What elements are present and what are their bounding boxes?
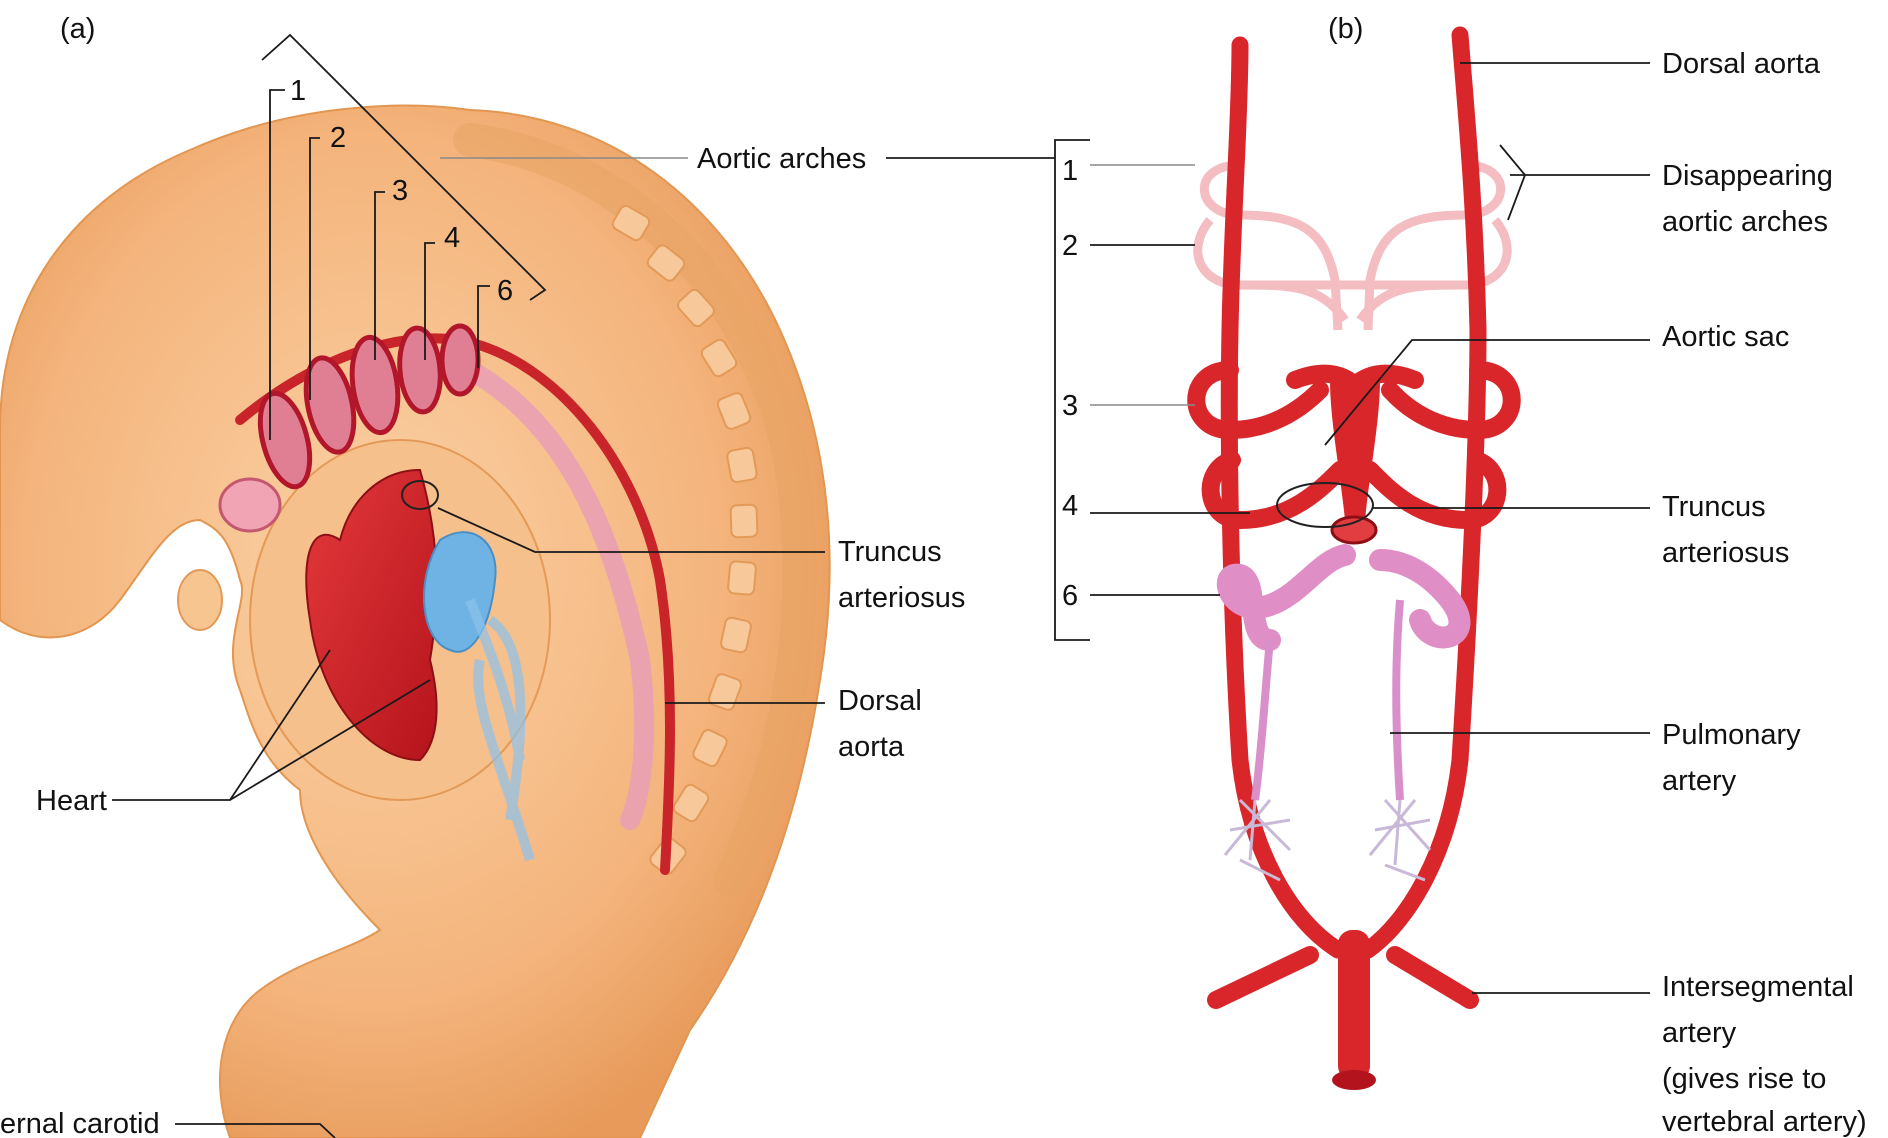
disappearing-label-2: aortic arches xyxy=(1662,206,1828,238)
pulmonary-label-2: artery xyxy=(1662,765,1737,797)
arch-number-1-b: 1 xyxy=(1062,155,1078,187)
intersegmental-artery-left xyxy=(1216,955,1310,1000)
intersegmental-label-4: vertebral artery) xyxy=(1662,1106,1867,1138)
aortic-sac xyxy=(1330,380,1380,520)
heart-label: Heart xyxy=(36,785,107,817)
arch-number-2-a: 2 xyxy=(330,122,346,154)
arch-number-2-b: 2 xyxy=(1062,230,1078,262)
pulmonary-arteries xyxy=(1255,600,1400,800)
truncus-label-b-2: arteriosus xyxy=(1662,537,1789,569)
aortic-sac-label: Aortic sac xyxy=(1662,321,1789,353)
panel-a-label: (a) xyxy=(60,13,95,45)
arch-number-3-a: 3 xyxy=(392,175,408,207)
intersegmental-label-3: (gives rise to xyxy=(1662,1063,1826,1095)
dorsal-aorta-label-a-2: aorta xyxy=(838,731,905,763)
descending-aorta xyxy=(1338,930,1370,1080)
arch-number-4-b: 4 xyxy=(1062,490,1078,522)
arch-number-6-b: 6 xyxy=(1062,580,1078,612)
panel-b-label: (b) xyxy=(1328,13,1363,45)
disappearing-arches xyxy=(1198,165,1507,330)
internal-carotid-label: ernal carotid xyxy=(0,1108,160,1138)
disappearing-label-1: Disappearing xyxy=(1662,160,1833,192)
dorsal-aorta-label-a-1: Dorsal xyxy=(838,685,922,717)
intersegmental-label-1: Intersegmental xyxy=(1662,971,1854,1003)
truncus-label-a-2: arteriosus xyxy=(838,582,965,614)
aortic-arches-label: Aortic arches xyxy=(697,143,866,175)
panel-b: (b) xyxy=(1055,13,1867,1138)
truncus-opening xyxy=(1332,517,1376,543)
pulmonary-label-1: Pulmonary xyxy=(1662,719,1801,751)
arch-number-1-a: 1 xyxy=(290,75,306,107)
facial-bulge xyxy=(178,570,222,630)
truncus-label-a-1: Truncus xyxy=(838,536,942,568)
dorsal-aorta-label-b: Dorsal aorta xyxy=(1662,48,1821,80)
arch-number-6-a: 6 xyxy=(497,275,513,307)
arch-6-loops xyxy=(1228,555,1460,640)
embryo-illustration xyxy=(0,106,830,1138)
intersegmental-artery-right xyxy=(1395,955,1470,1000)
panel-a: (a) xyxy=(0,13,1055,1138)
intersegmental-label-2: artery xyxy=(1662,1017,1737,1049)
arch-number-3-b: 3 xyxy=(1062,390,1078,422)
aorta-opening xyxy=(1332,1070,1376,1090)
truncus-label-b-1: Truncus xyxy=(1662,491,1766,523)
arch-number-4-a: 4 xyxy=(444,222,460,254)
